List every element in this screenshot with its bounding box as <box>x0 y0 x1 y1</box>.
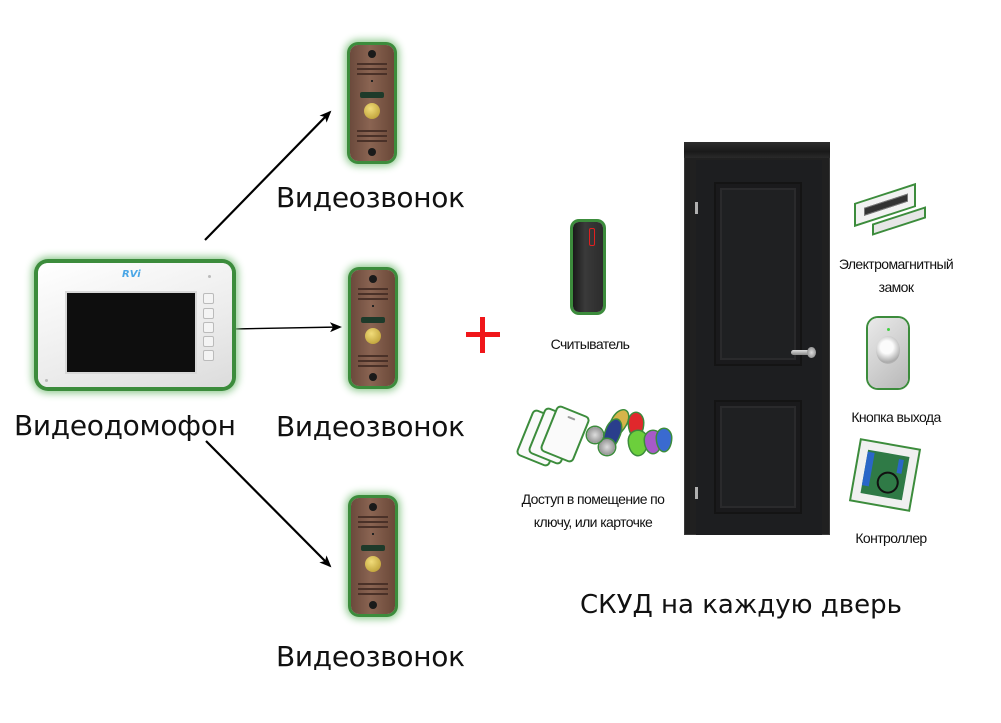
call-button-icon <box>365 556 381 572</box>
monitor-screen <box>65 291 197 374</box>
video-intercom-monitor: RVi <box>38 263 232 387</box>
door-leaf <box>696 160 822 535</box>
push-button-icon <box>876 336 900 364</box>
door-handle-icon <box>791 350 813 355</box>
doorbell-panel-top <box>350 45 394 161</box>
doorbell-label-middle: Видеозвонок <box>276 410 465 443</box>
key-fob-icon <box>657 429 671 451</box>
touch-memory-key-icon <box>599 439 615 455</box>
reader-indicator-icon <box>589 228 595 246</box>
brand-logo: RVi <box>122 269 141 280</box>
credentials-label-line2: ключу, или карточке <box>533 514 653 530</box>
acs-title: СКУД на каждую дверь <box>580 590 902 620</box>
exit-button-label: Кнопка выхода <box>851 409 941 425</box>
arrow-to-doorbell-top <box>204 110 332 241</box>
key-fob-icon <box>629 431 647 455</box>
monitor-button-icon <box>203 293 214 304</box>
status-led-icon <box>208 275 211 278</box>
reader-label: Считыватель <box>550 336 630 352</box>
exit-button-image <box>868 318 908 388</box>
call-button-icon <box>365 328 381 344</box>
monitor-label: Видеодомофон <box>14 409 236 442</box>
monitor-button-icon <box>203 350 214 361</box>
card-reader <box>573 222 603 312</box>
maglock-label-line1: Электромагнитный <box>838 256 954 272</box>
maglock-label-line2: замок <box>878 279 914 295</box>
doorbell-panel-bottom <box>351 498 395 614</box>
plus-icon <box>466 317 500 353</box>
monitor-button-icon <box>203 322 214 333</box>
mic-icon <box>45 379 48 382</box>
door-panel-lower <box>714 400 802 514</box>
hinge-icon <box>695 202 698 214</box>
credentials-image <box>515 405 675 475</box>
doorbell-panel-middle <box>351 270 395 386</box>
controller-label: Контроллер <box>855 530 927 546</box>
credentials-label: Доступ в помещение по ключу, или карточк… <box>508 488 678 534</box>
door-lintel <box>684 142 830 158</box>
monitor-button-icon <box>203 308 214 319</box>
maglock-label: Электромагнитный замок <box>826 253 966 299</box>
call-button-icon <box>364 103 380 119</box>
doorbell-label-bottom: Видеозвонок <box>276 640 465 673</box>
arrow-to-doorbell-bottom <box>205 440 332 568</box>
door <box>684 142 830 535</box>
hinge-icon <box>695 487 698 499</box>
credentials-label-line1: Доступ в помещение по <box>521 491 665 507</box>
doorbell-label-top: Видеозвонок <box>276 181 465 214</box>
touch-memory-key-icon <box>587 427 603 443</box>
controller-image <box>851 440 919 510</box>
door-panel-upper <box>714 182 802 366</box>
monitor-button-icon <box>203 336 214 347</box>
status-led-icon <box>887 328 890 331</box>
arrow-to-doorbell-middle <box>231 322 342 333</box>
